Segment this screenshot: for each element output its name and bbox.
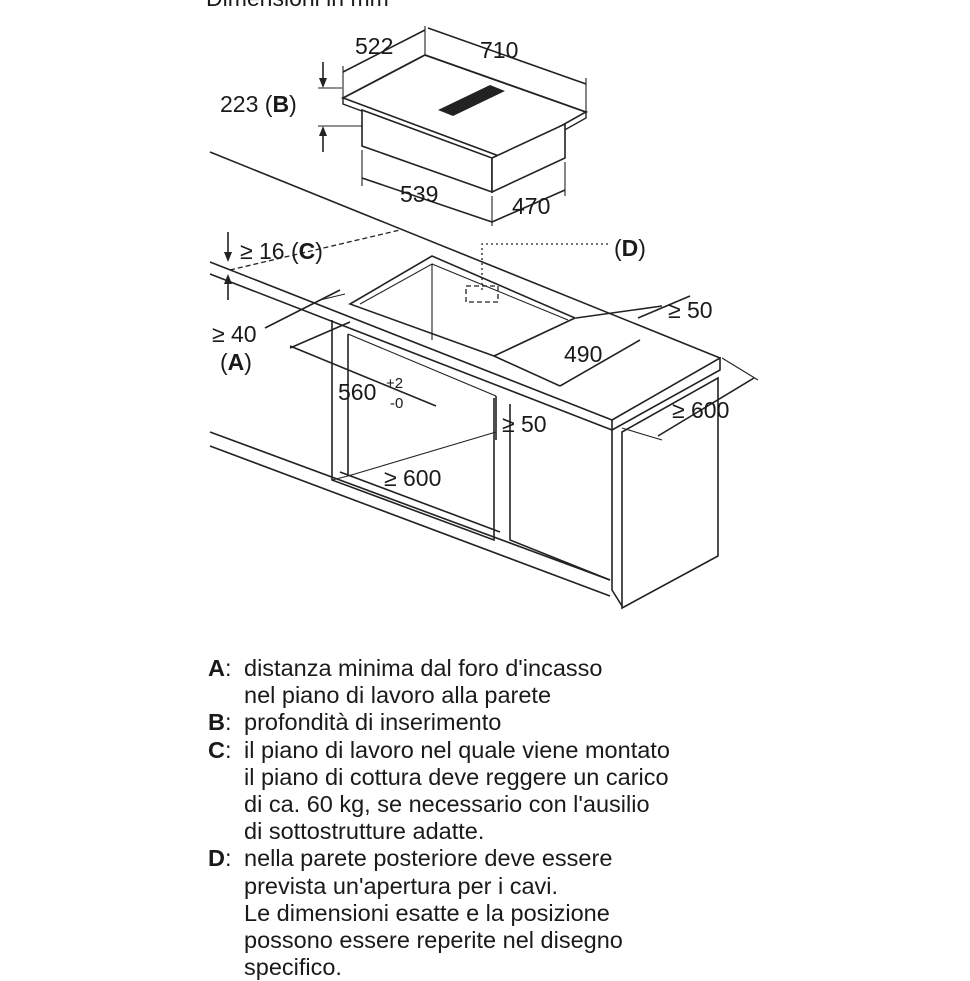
dim-cutout-tol-plus: +2	[386, 375, 403, 392]
dim-side-min: ≥ 50	[668, 297, 713, 323]
legend-line: Le dimensioni esatte e la posizione	[244, 899, 610, 926]
dim-cutout-width: 560	[338, 379, 376, 405]
hob-body-side	[491, 122, 566, 194]
dim-hob-body-depth: 470	[512, 193, 550, 219]
legend-line: di ca. 60 kg, se necessario con l'ausili…	[244, 791, 650, 818]
dim-front-min: ≥ 50	[502, 411, 547, 437]
dim-hob-depth: 522	[355, 33, 393, 59]
legend-line: il piano di lavoro nel quale viene monta…	[244, 736, 670, 763]
legend-item-a: A: distanza minima dal foro d'incasso ne…	[208, 655, 948, 709]
dim-hob-body-width: 539	[400, 181, 438, 207]
label-cable-opening: (D)	[614, 235, 646, 261]
worktop-right-end	[611, 356, 721, 432]
dim-cabinet-depth: ≥ 600	[672, 397, 729, 423]
worktop-dimensions	[224, 232, 759, 533]
legend-line: specifico.	[244, 954, 342, 981]
dim-hob-width: 710	[480, 37, 518, 63]
legend-key: D	[208, 845, 225, 872]
legend-item-c: C: il piano di lavoro nel quale viene mo…	[208, 737, 948, 846]
legend: A: distanza minima dal foro d'incasso ne…	[208, 655, 948, 981]
legend-key: A	[208, 655, 225, 681]
worktop-cutout	[348, 255, 577, 357]
legend-line: possono essere reperite nel disegno	[244, 927, 623, 954]
legend-item-d: D: nella parete posteriore deve essere p…	[208, 845, 948, 981]
dim-worktop-thickness: ≥ 16 (C)	[240, 238, 323, 264]
hob-illustration	[340, 54, 589, 194]
hob-vent-icon	[438, 85, 505, 116]
legend-item-b: B: profondità di inserimento	[208, 709, 948, 736]
legend-key: B	[208, 709, 225, 736]
hob-dimensions	[318, 26, 587, 226]
legend-line: prevista un'apertura per i cavi.	[244, 872, 559, 899]
legend-key: C	[208, 736, 225, 763]
dim-cutout-tol-minus: -0	[390, 395, 403, 412]
installation-diagram: Dimensioni in mm 522	[206, 0, 759, 610]
dim-cutout-depth: 490	[564, 341, 602, 367]
legend-line: distanza minima dal foro d'incasso	[244, 655, 603, 681]
legend-line: nel piano di lavoro alla parete	[244, 682, 552, 709]
legend-line: profondità di inserimento	[244, 709, 502, 736]
worktop-illustration	[209, 151, 721, 610]
legend-line: il piano di cottura deve reggere un cari…	[244, 763, 669, 790]
legend-line: nella parete posteriore deve essere	[244, 845, 613, 872]
dim-cabinet-width: ≥ 600	[384, 465, 441, 491]
unit-caption: Dimensioni in mm	[206, 0, 389, 11]
cable-opening	[465, 285, 499, 303]
label-rear-wall: (A)	[220, 349, 252, 375]
dim-rear-wall: ≥ 40	[212, 321, 257, 347]
legend-line: di sottostrutture adatte.	[244, 818, 485, 845]
dim-hob-height: 223 (B)	[220, 91, 297, 117]
